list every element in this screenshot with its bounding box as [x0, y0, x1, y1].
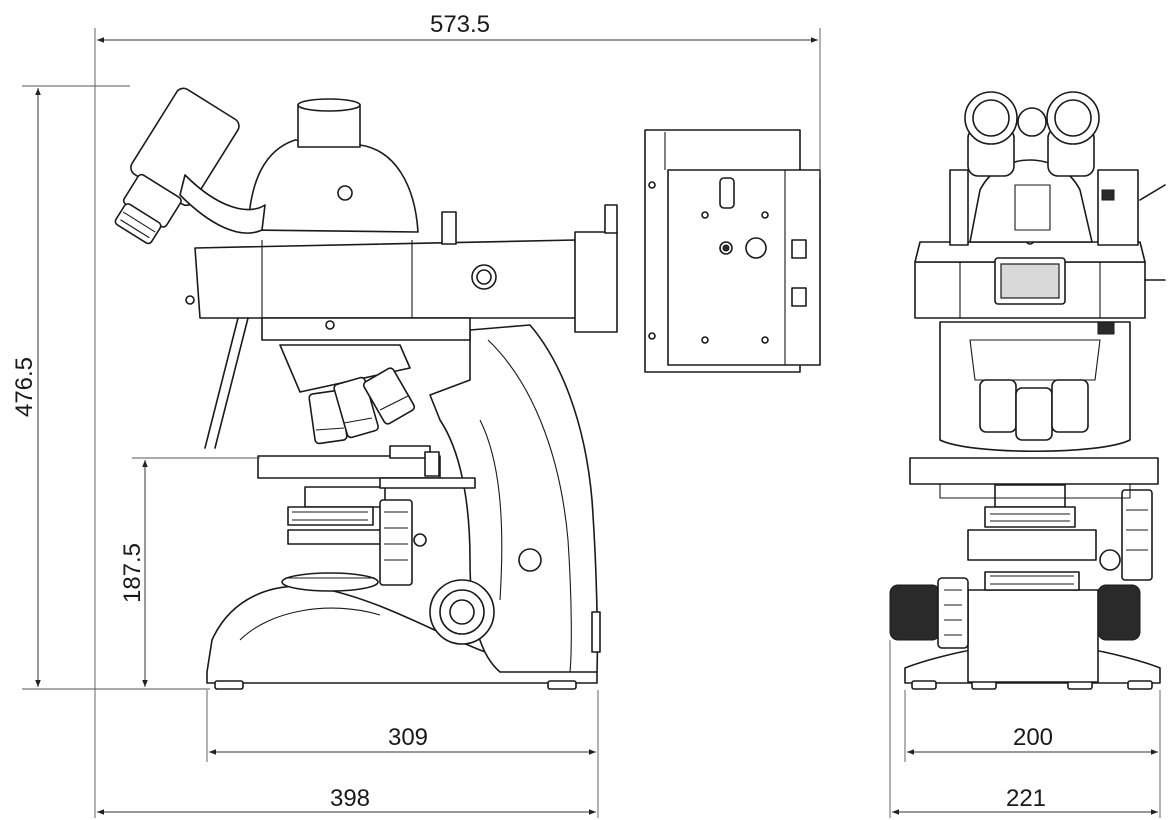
- label-base-width-front: 200: [1013, 724, 1053, 751]
- side-trinocular-head: [114, 87, 457, 245]
- label-footprint-front: 221: [1006, 785, 1046, 812]
- label-total-height: 476.5: [11, 357, 38, 417]
- side-nosepiece: [279, 344, 416, 445]
- front-focus-knobs: [889, 577, 1141, 649]
- label-base-width-side: 309: [388, 724, 428, 751]
- dimension-labels: 573.5 476.5 187.5 309 398 200 221: [11, 11, 1053, 812]
- label-footprint-side: 398: [330, 785, 370, 812]
- front-binocular-head: [949, 91, 1166, 246]
- dimension-lines: [22, 28, 1161, 818]
- side-condenser: [281, 486, 427, 592]
- side-lamp-house: [644, 129, 821, 373]
- front-condenser: [967, 484, 1153, 591]
- microscope-side-view: [114, 87, 821, 690]
- side-illuminator-tube: [185, 204, 618, 449]
- label-total-width: 573.5: [430, 11, 490, 38]
- front-stage: [909, 457, 1159, 499]
- side-stage: [257, 445, 476, 489]
- front-illuminator: [914, 235, 1166, 319]
- front-nosepiece: [939, 321, 1131, 452]
- microscope-front-view: [889, 91, 1166, 690]
- side-arm: [429, 324, 601, 673]
- label-stage-height: 187.5: [119, 543, 146, 603]
